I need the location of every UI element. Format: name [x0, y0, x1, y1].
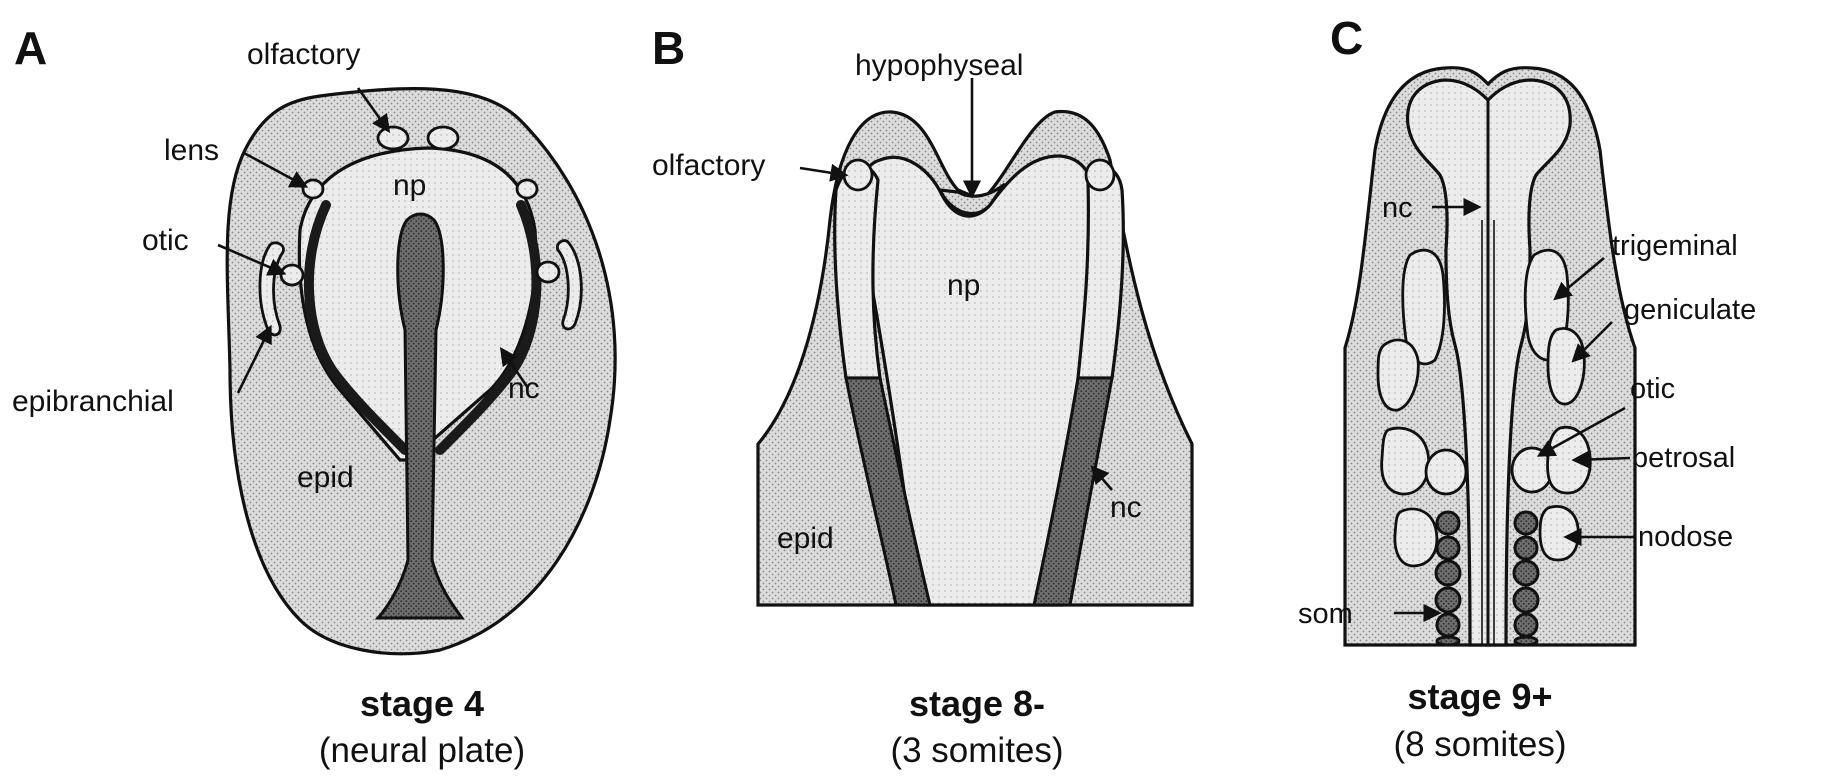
panel-a-label-epid: epid: [297, 461, 354, 494]
somite: [1515, 512, 1537, 534]
panel-a-olfactory-placode-left: [378, 127, 408, 149]
panel-a: A olfactory lens otic epibranchial np nc…: [12, 22, 615, 770]
panel-c-nodose-left: [1395, 509, 1437, 566]
panel-c-caption-sub: (8 somites): [1393, 725, 1566, 764]
panel-b: B hypophyseal olfactory np nc epid stage…: [652, 22, 1192, 770]
panel-b-neural-crest-left-light: [835, 165, 880, 378]
panel-a-letter: A: [14, 22, 47, 74]
panel-b-olfactory-placode-left: [844, 160, 872, 190]
panel-b-olfactory-placode-right: [1086, 160, 1114, 190]
panel-b-label-hypophyseal: hypophyseal: [855, 49, 1023, 82]
panel-a-caption-sub: (neural plate): [319, 731, 525, 770]
somite: [1436, 588, 1460, 612]
panel-b-label-nc: nc: [1110, 491, 1142, 524]
somite: [1515, 637, 1537, 645]
panel-a-caption-title: stage 4: [360, 683, 484, 724]
panel-b-label-np: np: [947, 269, 980, 302]
somite: [1437, 614, 1459, 636]
panel-a-lens-placode-left: [303, 180, 323, 198]
panel-a-label-epibranchial: epibranchial: [12, 385, 174, 418]
panel-b-caption-title: stage 8-: [909, 683, 1045, 724]
somite: [1436, 561, 1460, 585]
panel-c-label-som: som: [1298, 598, 1353, 630]
panel-c: C: [1298, 12, 1756, 764]
panel-a-label-lens: lens: [164, 134, 219, 167]
panel-a-label-nc: nc: [508, 372, 540, 405]
panel-c-label-trigeminal: trigeminal: [1612, 230, 1738, 262]
panel-a-otic-placode-right: [537, 262, 559, 282]
panel-a-label-np: np: [393, 169, 426, 202]
panel-c-label-nodose: nodose: [1638, 521, 1733, 553]
panel-c-otic-right: [1512, 448, 1552, 492]
panel-c-label-geniculate: geniculate: [1624, 294, 1756, 326]
panel-a-otic-placode-left: [281, 265, 303, 285]
panel-a-olfactory-placode-right: [428, 127, 458, 149]
panel-b-letter: B: [652, 22, 685, 74]
panel-a-lens-placode-right: [517, 180, 537, 198]
panel-c-letter: C: [1330, 12, 1363, 64]
panel-c-geniculate-right: [1548, 328, 1584, 404]
panel-a-label-otic: otic: [142, 224, 189, 257]
panel-c-caption-title: stage 9+: [1407, 676, 1552, 717]
panel-c-label-petrosal: petrosal: [1632, 442, 1735, 474]
panel-c-nodose-right: [1540, 506, 1578, 560]
somite: [1437, 512, 1459, 534]
panel-c-label-nc: nc: [1382, 192, 1413, 224]
panel-a-label-olfactory: olfactory: [247, 38, 360, 71]
panel-c-label-otic: otic: [1630, 373, 1675, 405]
panel-c-somites-right: [1514, 512, 1538, 645]
somite: [1437, 637, 1459, 645]
somite: [1514, 561, 1538, 585]
panel-c-otic-left: [1382, 428, 1429, 494]
panel-b-label-olfactory: olfactory: [652, 149, 765, 182]
somite: [1515, 537, 1537, 559]
somite: [1515, 614, 1537, 636]
panel-b-label-epid: epid: [777, 522, 834, 555]
somite: [1437, 537, 1459, 559]
panel-c-petrosal-left: [1426, 450, 1466, 494]
panel-b-caption-sub: (3 somites): [890, 731, 1063, 770]
panel-c-somites-left: [1436, 512, 1460, 645]
somite: [1514, 588, 1538, 612]
